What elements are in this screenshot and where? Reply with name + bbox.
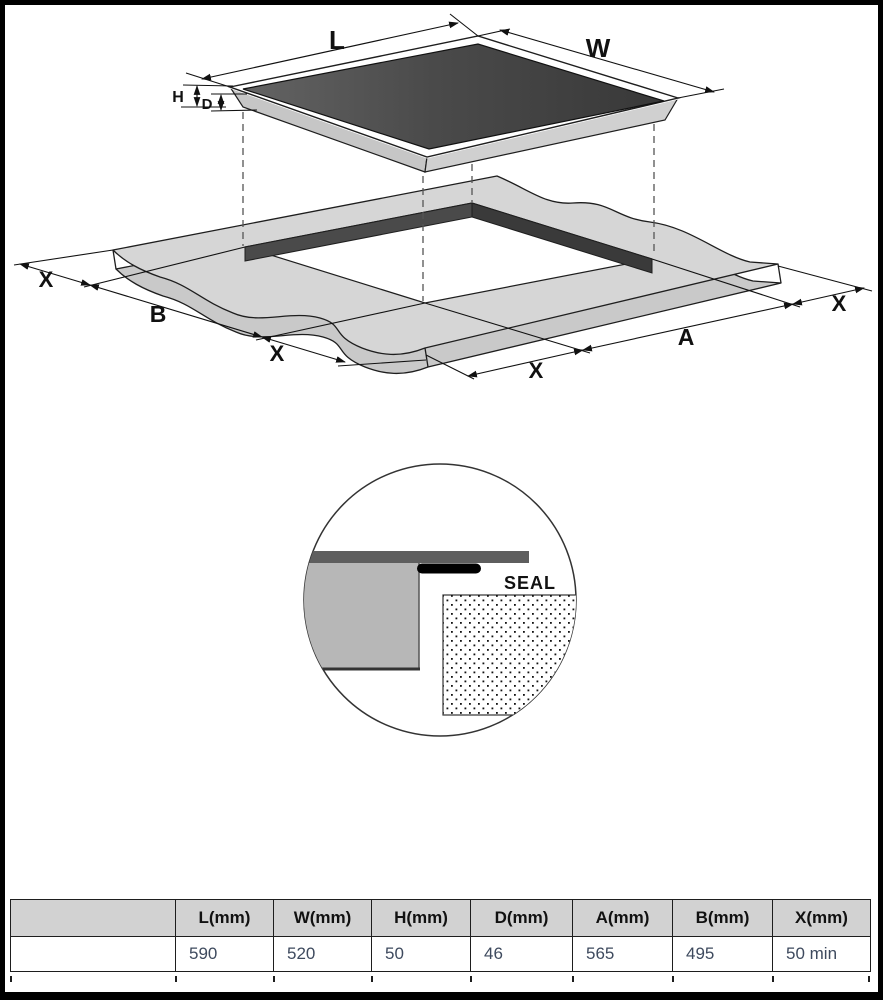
dim-label-D: D — [202, 96, 213, 113]
table-header-H: H(mm) — [371, 899, 471, 937]
dimension-lines — [13, 13, 873, 380]
table-header-B: B(mm) — [672, 899, 773, 937]
cooktop — [227, 35, 681, 173]
dim-label-H: H — [172, 89, 184, 106]
dimensions-table-wrap: L(mm) W(mm) H(mm) D(mm) A(mm) B(mm) X(mm… — [10, 899, 871, 982]
seal-detail: SEAL — [303, 463, 577, 737]
dim-label-X-lower-left: X — [270, 341, 285, 366]
countertop — [112, 175, 782, 375]
seal-label: SEAL — [504, 573, 556, 593]
table-header-L: L(mm) — [175, 899, 274, 937]
table-header-D: D(mm) — [470, 899, 573, 937]
dim-label-A: A — [678, 324, 695, 350]
dim-label-X-bottom: X — [529, 358, 544, 383]
cutout-inner-face-right — [471, 202, 653, 274]
detail-worktop-hatch — [443, 595, 576, 715]
table-value-H: 50 — [371, 936, 471, 972]
table-header-row: L(mm) W(mm) H(mm) D(mm) A(mm) B(mm) X(mm… — [10, 899, 871, 937]
table-value-A: 565 — [572, 936, 673, 972]
dim-label-X-left: X — [39, 267, 54, 292]
table-header-empty — [10, 899, 176, 937]
table-bottom-stubs — [10, 976, 870, 982]
dim-label-X-right: X — [832, 291, 847, 316]
dimensions-table: L(mm) W(mm) H(mm) D(mm) A(mm) B(mm) X(mm… — [10, 899, 871, 972]
table-header-A: A(mm) — [572, 899, 673, 937]
installation-diagram: L W H D X B X X A X — [13, 13, 873, 737]
table-header-W: W(mm) — [273, 899, 372, 937]
table-value-W: 520 — [273, 936, 372, 972]
dim-label-L: L — [329, 25, 345, 55]
table-value-X: 50 min — [772, 936, 871, 972]
detail-seal-gasket — [417, 563, 481, 574]
table-header-X: X(mm) — [772, 899, 871, 937]
table-value-D: 46 — [470, 936, 573, 972]
dim-label-W: W — [586, 33, 611, 63]
table-value-L: 590 — [175, 936, 274, 972]
table-value-B: 495 — [672, 936, 773, 972]
dim-label-B: B — [150, 301, 167, 327]
table-value-row: 590 520 50 46 565 495 50 min — [10, 936, 871, 972]
projection-lines — [242, 112, 655, 301]
table-value-empty — [10, 936, 176, 972]
detail-glass-bar — [304, 551, 529, 563]
detail-body — [304, 563, 419, 669]
